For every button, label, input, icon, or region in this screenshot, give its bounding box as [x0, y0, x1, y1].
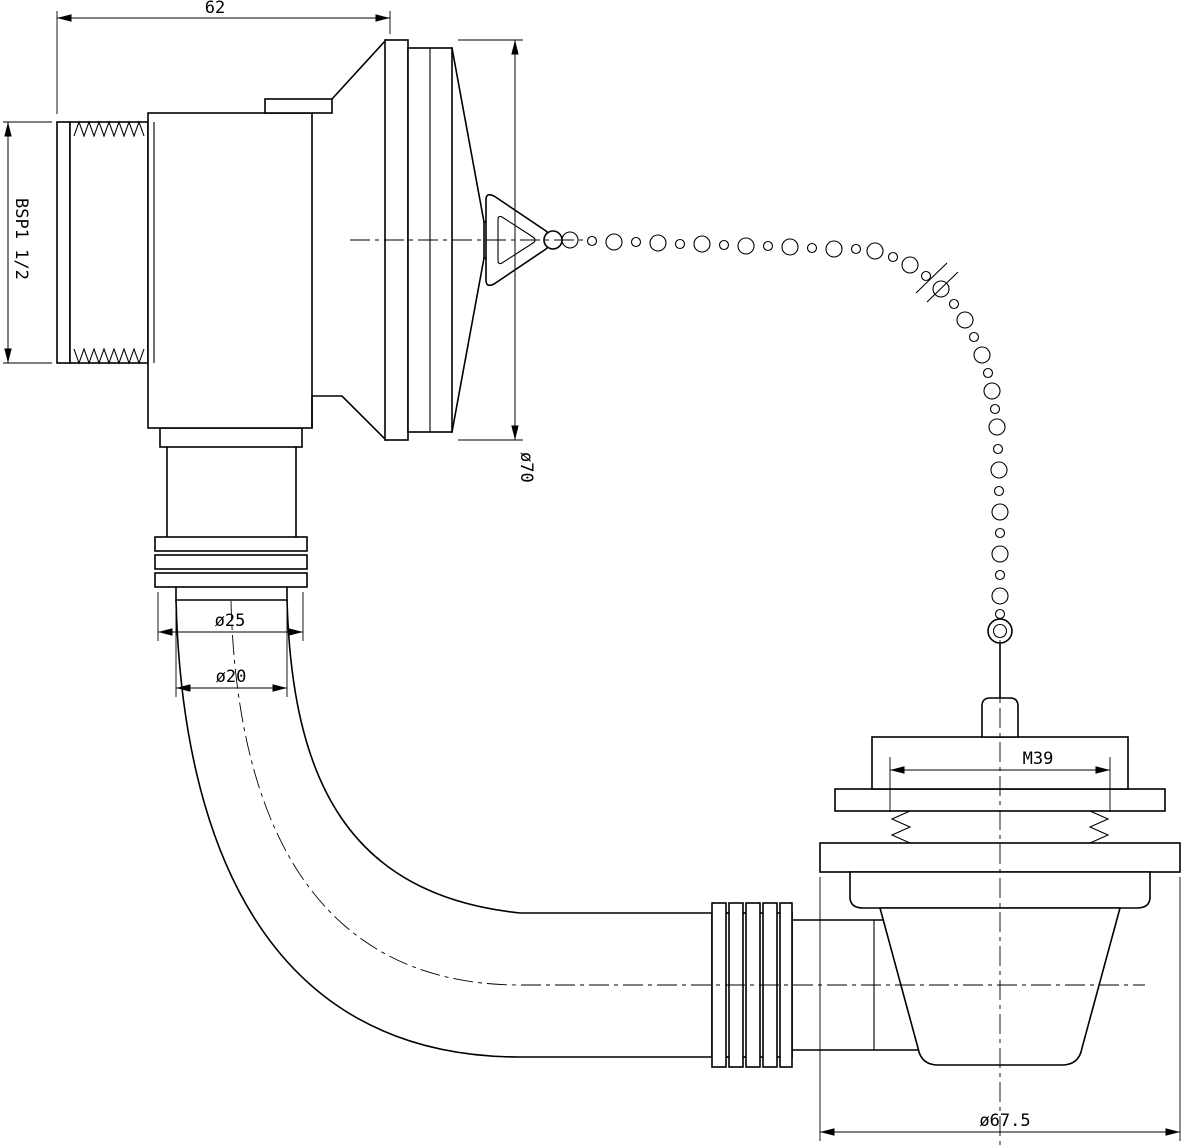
waste-thread-left [890, 810, 912, 844]
chain-break-mark-2 [926, 271, 959, 303]
pipe-elbow [175, 599, 922, 1058]
chain-break-mark-1 [915, 262, 948, 294]
chain-link [983, 382, 1001, 400]
chain-link [991, 503, 1009, 521]
chain-link [693, 235, 711, 253]
chain-link [630, 236, 642, 248]
waste-thread-right [1088, 810, 1110, 844]
trumpet-top [331, 39, 387, 100]
tailpipe-collar [159, 427, 303, 448]
chain-link [887, 251, 899, 263]
chain-link [781, 238, 799, 256]
overflow-assembly [56, 39, 563, 441]
chain-link [968, 331, 980, 343]
chain-link [993, 485, 1005, 497]
chain-link [586, 235, 598, 247]
chain-end-ring [987, 618, 1013, 644]
chain-link [718, 239, 730, 251]
chain [561, 231, 1013, 699]
chain-link [973, 346, 991, 364]
dim-label-overall-width: 62 [205, 0, 225, 18]
chain-link [806, 242, 818, 254]
inlet-thread-body [69, 121, 149, 364]
overflow-body [147, 112, 313, 429]
chain-link [866, 242, 884, 260]
chain-link [988, 418, 1006, 436]
chain-link [991, 545, 1009, 563]
chain-link [994, 608, 1006, 620]
chain-link [990, 461, 1008, 479]
chain-link [982, 367, 994, 379]
chain-link [674, 238, 686, 250]
chain-link [994, 569, 1006, 581]
dim-label-pipe-outer: ø25 [215, 611, 246, 631]
chain-link [762, 240, 774, 252]
chain-link [994, 527, 1006, 539]
chain-link [991, 587, 1009, 605]
dim-label-inlet-thread: BSP1 1/2 [11, 198, 31, 280]
tailpipe-rib-3 [154, 572, 308, 588]
chain-link [737, 237, 755, 255]
dim-label-pipe-inner: ø20 [216, 667, 247, 687]
overflow-collar [264, 98, 333, 114]
tailpipe-rib-2 [154, 554, 308, 570]
trumpet-bottom-step [311, 395, 387, 441]
chain-end-ring-inner [992, 623, 1008, 639]
chain-link [992, 443, 1004, 455]
dim-label-waste-diameter: ø67.5 [979, 1111, 1030, 1131]
dim-label-waste-thread: M39 [1023, 749, 1054, 769]
cone-top [451, 47, 485, 223]
chain-link [932, 280, 950, 298]
pipe-elbow-body [175, 599, 751, 1058]
cone-bottom [451, 257, 485, 433]
dim-label-flange-diameter: ø70 [516, 452, 536, 483]
chain-link [948, 298, 960, 310]
inlet-end-cap [56, 121, 71, 364]
chain-link [920, 270, 932, 282]
chain-link [850, 243, 862, 255]
inlet-thread-zigzag-top [73, 120, 145, 138]
inlet-thread-zigzag-bottom [73, 347, 145, 365]
chain-link [649, 234, 667, 252]
chain-link [901, 256, 919, 274]
overflow-tailpipe [154, 427, 308, 602]
chain-link [956, 311, 974, 329]
chain-link [605, 233, 623, 251]
dimensions: 62 BSP1 1/2 ø70 ø25 ø20 M39 ø67.5 [3, 0, 1181, 1141]
tailpipe-rib-1 [154, 536, 308, 552]
chain-link [825, 240, 843, 258]
chain-link [989, 403, 1001, 415]
